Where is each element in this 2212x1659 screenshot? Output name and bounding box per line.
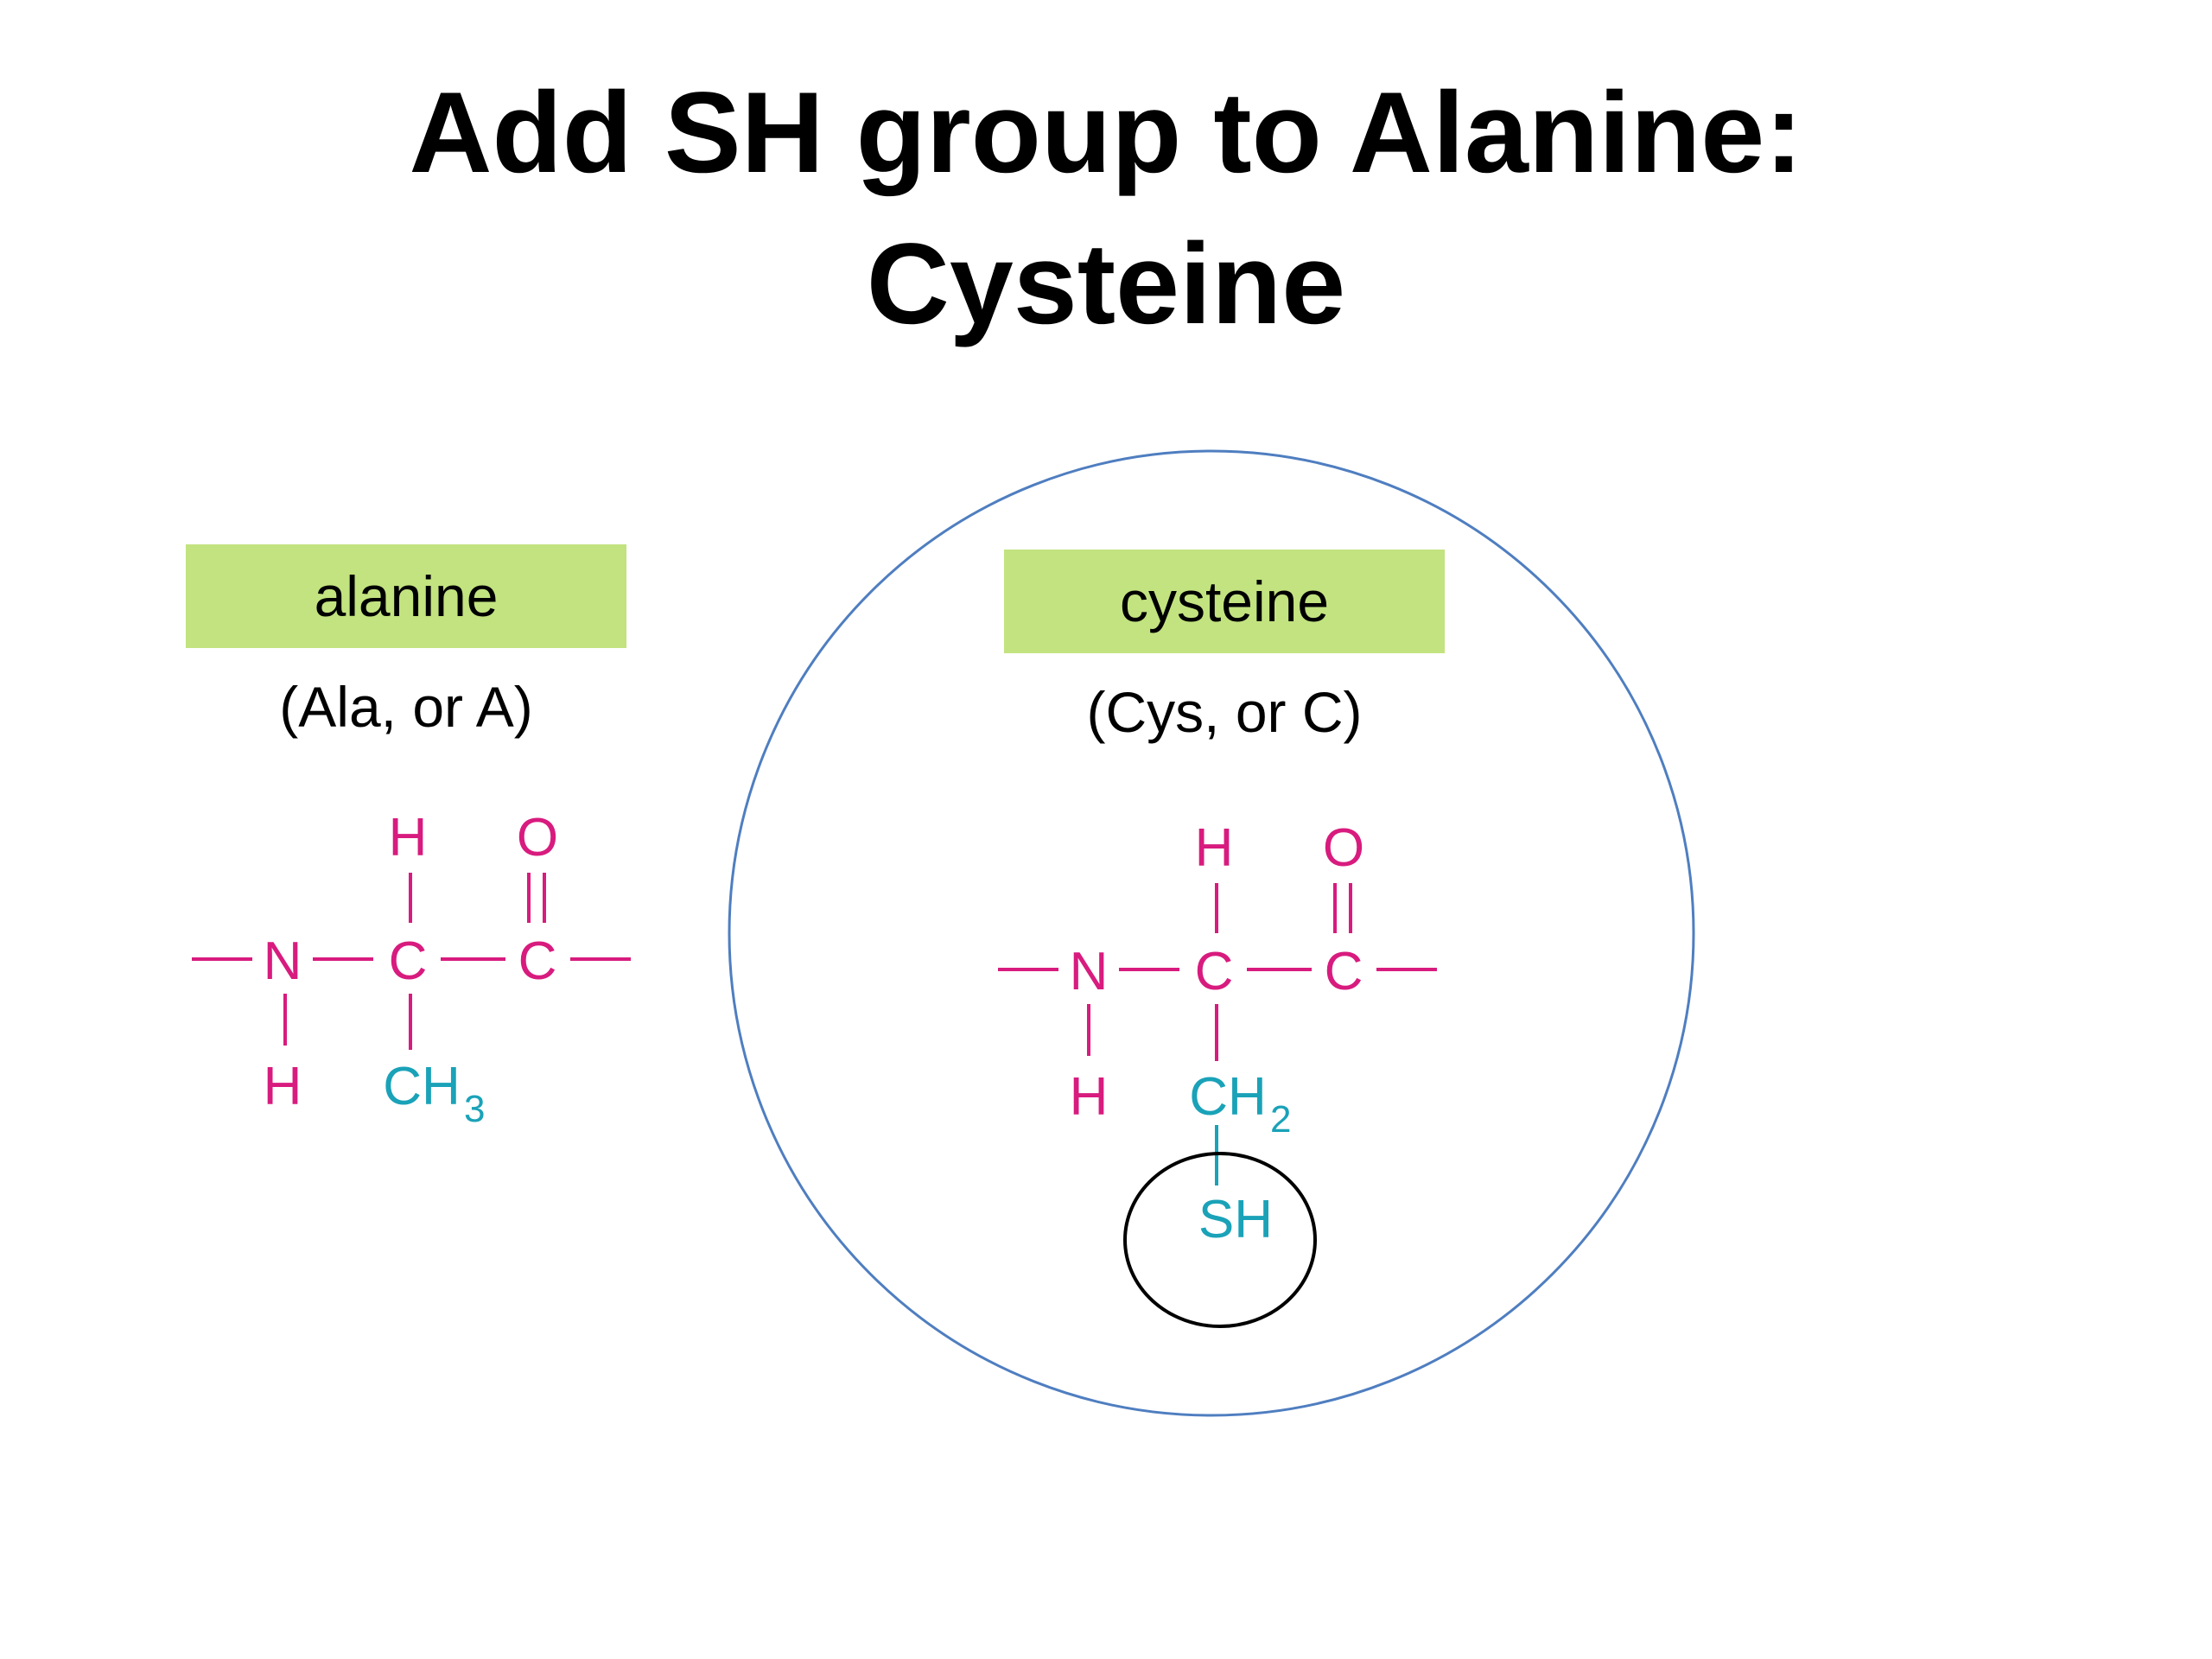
alanine-atom-h-n: H	[264, 1057, 302, 1116]
alanine-name-label: alanine	[186, 544, 626, 648]
alanine-atom-cc: C	[518, 931, 557, 991]
cysteine-atom-n: N	[1070, 942, 1109, 1001]
slide-title-line-2: Cysteine	[866, 220, 1346, 348]
cysteine-side-chain: CH	[1189, 1067, 1267, 1127]
cysteine-atom-o: O	[1323, 818, 1364, 878]
alanine-atom-n: N	[264, 931, 302, 991]
alanine-structure: N C C H O H CH 3	[192, 808, 631, 1130]
sh-highlight-circle	[1123, 1152, 1317, 1328]
cysteine-atom-ca: C	[1195, 942, 1234, 1001]
cysteine-atom-cc: C	[1325, 942, 1363, 1001]
cysteine-name-label: cysteine	[1004, 550, 1445, 653]
cysteine-name-text: cysteine	[1119, 569, 1330, 633]
cysteine-abbreviation: (Cys, or C)	[1086, 680, 1363, 744]
cysteine-structure: N C C H O H CH 2 SH	[998, 818, 1437, 1249]
alanine-side-chain-subscript: 3	[464, 1088, 485, 1130]
alanine-side-chain: CH	[383, 1057, 461, 1116]
alanine-atom-h-top: H	[389, 808, 428, 868]
cysteine-highlight-circle	[728, 449, 1695, 1417]
alanine-atom-ca: C	[389, 931, 428, 991]
cysteine-thiol-group: SH	[1198, 1190, 1273, 1249]
alanine-abbreviation: (Ala, or A)	[279, 675, 533, 739]
slide-title-line-1: Add SH group to Alanine:	[409, 69, 1803, 197]
alanine-atom-o: O	[517, 808, 558, 868]
cysteine-atom-h-n: H	[1070, 1067, 1109, 1127]
cysteine-side-chain-subscript: 2	[1270, 1098, 1291, 1141]
cysteine-atom-h-top: H	[1195, 818, 1234, 878]
alanine-name-text: alanine	[314, 564, 499, 628]
